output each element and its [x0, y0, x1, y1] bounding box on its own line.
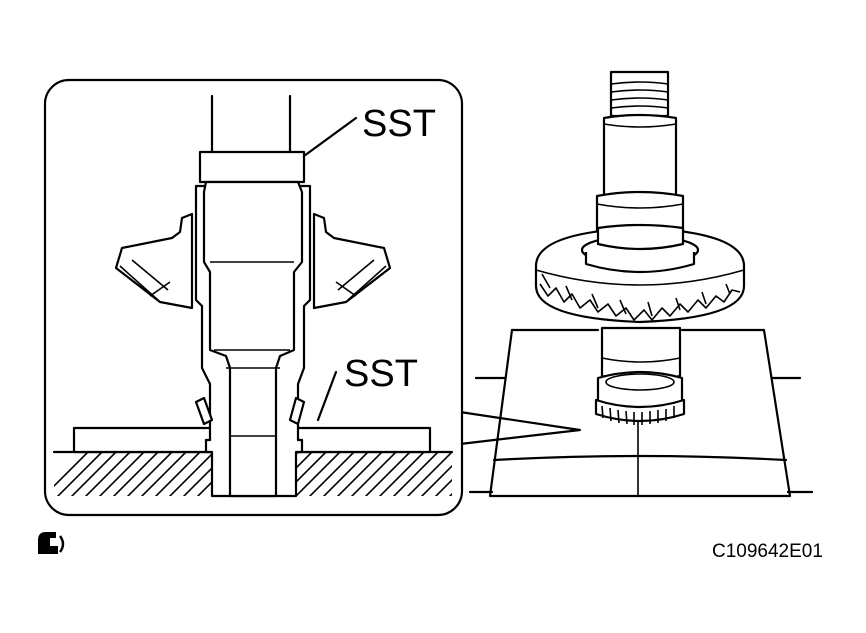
hatch-line — [151, 452, 201, 496]
hatch-line — [81, 452, 131, 496]
hatch-line — [417, 452, 452, 496]
sst-label-bottom: SST — [344, 353, 418, 395]
hatch-line — [54, 452, 89, 496]
figure-code: C109642E01 — [712, 541, 823, 562]
hatch-line — [375, 452, 425, 496]
hatch-line — [123, 452, 173, 496]
hatch-line — [109, 452, 159, 496]
sst-label-top: SST — [362, 103, 436, 145]
bearing — [594, 370, 686, 425]
hatch-line — [389, 452, 439, 496]
hatch-line — [319, 452, 369, 496]
hatch-line — [333, 452, 383, 496]
hatch-line — [347, 452, 397, 496]
hatch-line — [95, 452, 145, 496]
hatch-line — [305, 452, 355, 496]
sst-top-leader — [302, 116, 358, 158]
hatch-line — [361, 452, 411, 496]
bearing-rollers — [194, 396, 306, 426]
sst-installer — [198, 94, 306, 498]
hatch-line — [54, 452, 103, 496]
press-tool-icon — [38, 532, 65, 554]
press-ram — [595, 70, 685, 238]
gear-flange — [114, 212, 392, 310]
hatch-line — [431, 452, 452, 496]
callout-pointer — [458, 410, 582, 446]
overview-assembly — [458, 70, 814, 498]
base-plate-left — [72, 426, 213, 454]
base-plate-right — [293, 426, 432, 454]
hatch-line — [291, 452, 341, 496]
hatch-line — [137, 452, 187, 496]
sst-bottom-leader — [316, 370, 338, 422]
hatch-line — [67, 452, 117, 496]
detail-inset — [43, 78, 464, 517]
hatch-line — [165, 452, 215, 496]
ring-gear — [534, 223, 746, 324]
hatch-line — [403, 452, 452, 496]
support-block — [468, 328, 814, 498]
